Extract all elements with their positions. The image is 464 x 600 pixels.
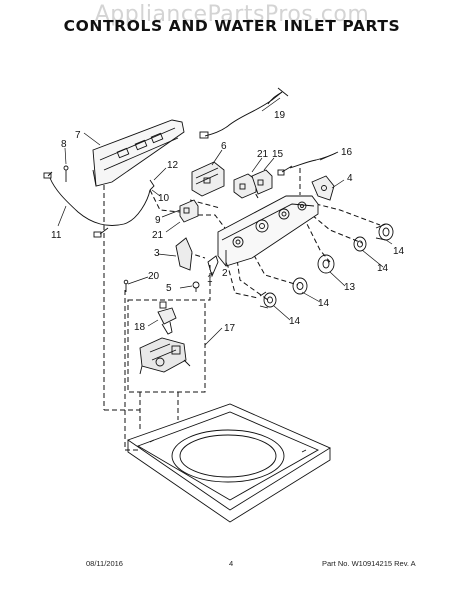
callout-10: 10 [158, 193, 170, 204]
dashed-guide-lines [103, 168, 381, 451]
part-screw-8 [63, 165, 69, 182]
part-shield-3 [175, 237, 193, 271]
callout-19: 19 [274, 110, 286, 121]
part-console-2 [217, 195, 319, 267]
footer-part-number: Part No. W10914215 Rev. A [322, 559, 416, 568]
callout-8: 8 [61, 139, 67, 150]
callout-6: 6 [221, 141, 227, 152]
part-wire-16 [277, 151, 339, 176]
callout-21-top: 21 [257, 149, 269, 160]
part-control-board-6 [191, 161, 225, 197]
part-wire-harness-19 [199, 87, 289, 139]
callout-labels: 19 7 8 6 21 15 16 12 4 10 11 9 21 2 14 3… [51, 110, 405, 334]
callout-3: 3 [154, 248, 160, 259]
callout-14-right-mid: 14 [377, 263, 389, 274]
callout-11: 11 [51, 230, 62, 241]
callout-1: 1 [207, 274, 213, 285]
footer-date: 08/11/2016 [86, 559, 123, 568]
callout-7: 7 [75, 130, 81, 141]
part-switch-9 [179, 199, 199, 223]
callout-21-left: 21 [152, 230, 164, 241]
part-console-panel-7 [92, 119, 185, 187]
callout-12: 12 [167, 160, 179, 171]
part-switch-21-15 [233, 169, 273, 199]
callout-9: 9 [155, 215, 161, 226]
part-knobs-right [317, 223, 394, 274]
part-cabinet-top [127, 403, 331, 523]
callout-20: 20 [148, 271, 160, 282]
callout-4: 4 [347, 173, 353, 184]
callout-15: 15 [272, 149, 284, 160]
callout-13: 13 [344, 282, 356, 293]
callout-5: 5 [166, 283, 172, 294]
part-screw-5 [192, 281, 200, 292]
part-power-cord-11 [43, 171, 151, 238]
callout-14-bottom: 14 [289, 316, 301, 327]
part-screw-20 [123, 279, 129, 292]
part-water-valve-17-18 [139, 301, 191, 375]
page-title: CONTROLS AND WATER INLET PARTS [63, 17, 401, 35]
callout-18: 18 [134, 322, 146, 333]
footer-page-number: 4 [229, 559, 234, 568]
part-clip-12 [149, 179, 155, 191]
callout-16: 16 [341, 147, 353, 158]
part-knobs-lower [259, 277, 308, 309]
part-console-bar-1 [207, 255, 219, 278]
callout-17: 17 [224, 323, 236, 334]
callout-14-mid: 14 [318, 298, 330, 309]
part-bracket-4 [311, 175, 335, 201]
leader-lines [57, 97, 393, 346]
callout-14-right-top: 14 [393, 246, 405, 257]
callout-2: 2 [222, 268, 228, 279]
